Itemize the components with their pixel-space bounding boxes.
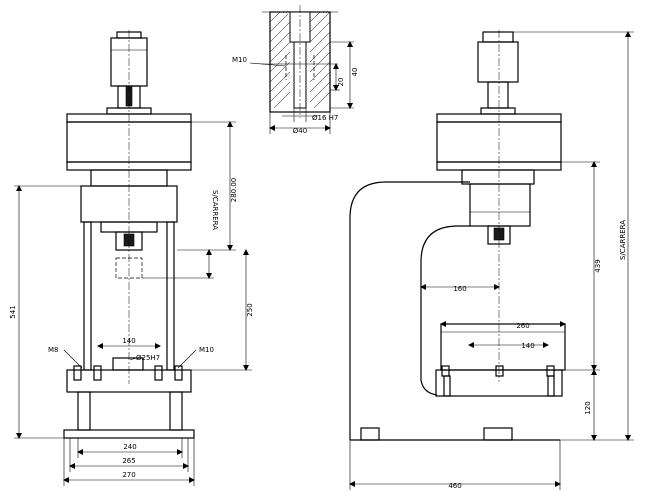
- dim-260-label: 260: [516, 322, 529, 330]
- dim-240-label: 240: [123, 443, 136, 451]
- dim-250-label: 250: [246, 303, 254, 316]
- dim-20-detail-label: 20: [337, 78, 345, 87]
- dim-140-side-label: 140: [521, 342, 534, 350]
- label-m10-detail: M10: [232, 56, 247, 64]
- side-motor: [477, 31, 519, 115]
- dim-160-label: 160: [453, 285, 466, 293]
- dim-140-front-label: 140: [122, 337, 135, 345]
- dim-120-label: 120: [584, 401, 592, 414]
- table-base: [63, 357, 195, 439]
- front-view: 280.00 S/CARRERA 250 541 140 M8 Ø25H7 M1…: [9, 30, 254, 486]
- dim-439-label: 439: [594, 259, 602, 272]
- dim-40-detail-label: 40: [351, 68, 359, 77]
- label-40-detail: Ø40: [293, 127, 307, 135]
- label-m8: M8: [48, 346, 59, 354]
- dim-carrera-side-label: S/CARRERA: [619, 220, 627, 260]
- c-frame: [349, 181, 560, 441]
- label-16h7: Ø16 H7: [312, 114, 338, 122]
- dim-280-label: 280.00: [230, 178, 238, 203]
- dim-460-label: 460: [448, 482, 461, 490]
- label-m10-front: M10: [199, 346, 214, 354]
- side-view: S/CARRERA 439 120 160 260 140 460: [349, 30, 634, 490]
- dim-270-label: 270: [122, 471, 135, 479]
- label-25h7: Ø25H7: [136, 354, 160, 362]
- dim-265-label: 265: [122, 457, 135, 465]
- detail-view: M10 40 20 Ø16 H7 Ø40: [232, 5, 359, 135]
- dim-carrera-front-label: S/CARRERA: [211, 190, 219, 230]
- dim-541-label: 541: [9, 305, 17, 318]
